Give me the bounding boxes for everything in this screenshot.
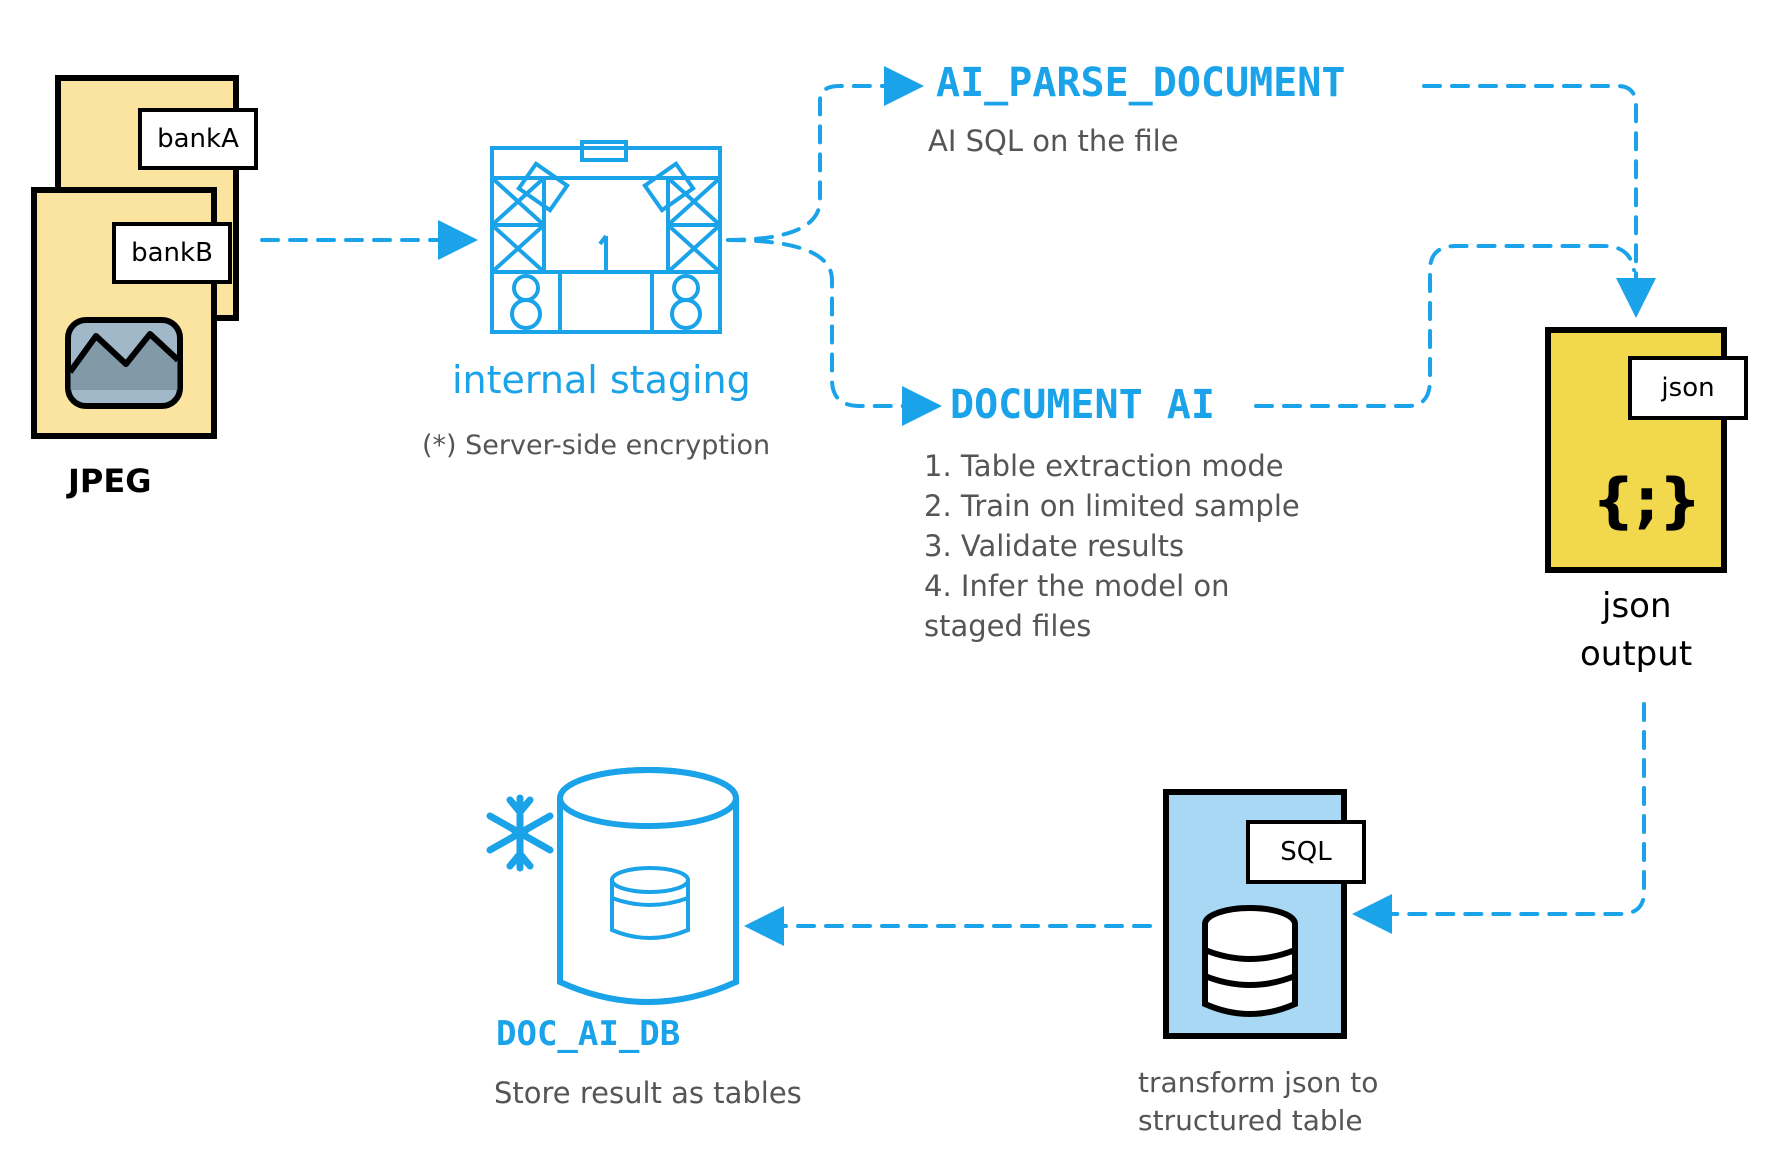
document-ai-step: 2. Train on limited sample [924, 489, 1300, 523]
file-tag-front: bankB [112, 222, 232, 284]
staging-note: (*) Server-side encryption [422, 430, 771, 461]
snowflake-icon [486, 794, 554, 872]
json-braces-icon: {;} [1592, 466, 1702, 536]
arrow-staging-to-document-ai [726, 238, 942, 426]
ai-parse-subtitle: AI SQL on the file [928, 124, 1179, 158]
document-ai-step: 3. Validate results [924, 529, 1185, 563]
arrow-json-to-sql [1352, 702, 1646, 934]
database-caption: Store result as tables [494, 1076, 802, 1110]
arrow-document-ai-to-json [1254, 244, 1636, 408]
arrow-staging-to-ai-parse [726, 66, 924, 242]
document-ai-steps: 1. Table extraction mode 2. Train on lim… [924, 446, 1300, 646]
document-ai-step: 4. Infer the model on [924, 569, 1230, 603]
database-cylinder-icon [557, 767, 739, 1005]
connectors [260, 66, 1656, 946]
database-title: DOC_AI_DB [496, 1014, 681, 1054]
document-ai-step: 1. Table extraction mode [924, 449, 1284, 483]
document-ai-title: DOCUMENT AI [950, 382, 1215, 428]
sql-tag: SQL [1246, 820, 1366, 884]
image-thumbnail-icon [65, 317, 183, 409]
file-tag-back: bankA [138, 108, 258, 170]
json-output-label-2: output [1580, 634, 1693, 674]
jpeg-label: JPEG [68, 462, 152, 500]
sql-caption-1: transform json to [1138, 1066, 1379, 1099]
stage-icon [490, 140, 722, 334]
sql-caption-2: structured table [1138, 1104, 1363, 1137]
arrow-ai-parse-to-json [1422, 84, 1656, 318]
json-tag: json [1628, 356, 1748, 420]
staging-title: internal staging [452, 358, 751, 402]
database-stack-icon [1202, 905, 1298, 1017]
document-ai-step: staged files [924, 609, 1092, 643]
json-output-label-1: json [1602, 586, 1672, 626]
ai-parse-title: AI_PARSE_DOCUMENT [936, 60, 1346, 106]
